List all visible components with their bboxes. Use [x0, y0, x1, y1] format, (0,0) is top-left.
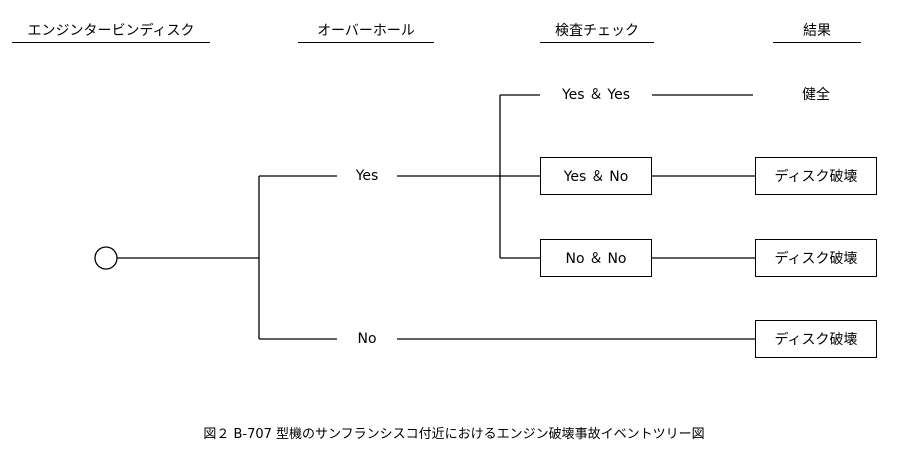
result-healthy: 健全 — [802, 87, 830, 103]
branch-check-yes-yes: Yes ＆ Yes — [561, 87, 631, 103]
header-disk-underline — [12, 42, 210, 43]
header-overhaul-underline — [298, 42, 434, 43]
header-inspection-underline — [540, 42, 654, 43]
result-disk-destroyed-1: ディスク破壊 — [755, 157, 877, 195]
header-result-underline — [773, 42, 861, 43]
branch-overhaul-no: No — [357, 331, 377, 347]
header-result: 結果 — [803, 23, 831, 39]
result-disk-destroyed-3: ディスク破壊 — [755, 320, 877, 358]
figure-caption: 図２ B-707 型機のサンフランシスコ付近におけるエンジン破壊事故イベントツリ… — [203, 427, 705, 442]
result-disk-destroyed-2: ディスク破壊 — [755, 239, 877, 277]
branch-check-yes-no: Yes ＆ No — [540, 157, 652, 195]
header-disk: エンジンタービンディスク — [27, 23, 195, 39]
header-inspection: 検査チェック — [555, 23, 639, 39]
branch-check-no-no: No ＆ No — [540, 239, 652, 277]
initiating-event-node — [94, 246, 118, 270]
branch-overhaul-yes: Yes — [355, 168, 379, 184]
header-overhaul: オーバーホール — [317, 23, 415, 39]
